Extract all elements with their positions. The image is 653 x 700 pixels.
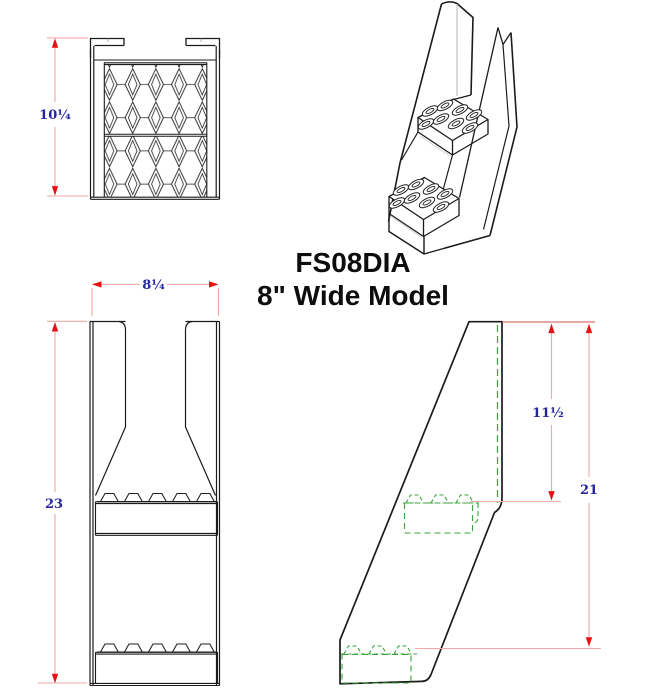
isometric-view-drawing — [386, 1, 518, 255]
height-dimension-label: 23 — [45, 497, 63, 512]
upper-step-band — [94, 501, 219, 536]
front-width-dimension: 8¼ — [91, 278, 220, 316]
top-view-depth-dimension: 10¼ — [39, 37, 88, 197]
extension-lines — [38, 320, 87, 684]
arrowhead-down — [51, 673, 59, 684]
product-subtitle: 8" Wide Model — [257, 280, 449, 311]
front-height-dimension: 23 — [38, 320, 87, 684]
right-flange-profile — [184, 320, 217, 496]
total-height-dimension-label: 21 — [580, 483, 598, 498]
extension-lines — [91, 288, 220, 316]
hidden-bump-row — [340, 645, 418, 655]
arrowhead-up — [548, 323, 555, 334]
arrowhead-up — [51, 38, 59, 48]
hidden-upper-step — [402, 494, 480, 534]
right-panel-bottom-edge — [443, 234, 491, 250]
title-block: FS08DIA 8" Wide Model — [203, 246, 503, 312]
arrowhead-up — [585, 323, 593, 334]
product-model-title: FS08DIA — [295, 247, 411, 278]
hidden-step-body — [403, 502, 474, 534]
arrowhead-left — [92, 281, 102, 288]
top-view-side-rails — [89, 46, 221, 200]
hidden-lower-step — [340, 645, 418, 684]
top-view-bottom-edge — [90, 196, 220, 200]
extension-lines — [47, 37, 88, 197]
arrowhead-down — [51, 186, 59, 196]
top-view-drawing — [89, 37, 221, 200]
right-panel-notch — [497, 27, 512, 46]
lower-step-band — [90, 651, 220, 687]
diamond-tread-plate-lower — [104, 136, 207, 198]
arrowhead-up — [51, 322, 59, 332]
upper-step-bump-row — [96, 492, 218, 503]
side-step-height-dimension: 11½ — [470, 321, 595, 503]
hidden-bump-row — [402, 494, 480, 504]
top-view-left-hook — [89, 37, 125, 58]
depth-dimension-label: 10¼ — [39, 108, 71, 123]
base-outline — [388, 213, 444, 255]
front-view-drawing — [89, 320, 221, 687]
diamond-tread-plate-upper — [104, 64, 207, 135]
step-height-dimension-label: 11½ — [532, 406, 564, 421]
mid-connector-lines — [400, 131, 454, 195]
lower-tread-hatch — [390, 215, 422, 238]
width-dimension-label: 8¼ — [142, 278, 165, 293]
top-view-right-hook — [185, 37, 221, 58]
right-panel-inner-edge — [482, 44, 510, 230]
hidden-step-body — [341, 653, 412, 684]
lower-step-bump-row — [96, 643, 218, 653]
front-view-rails — [89, 321, 221, 686]
side-total-height-dimension: 21 — [415, 323, 601, 650]
arrowhead-down — [548, 491, 555, 501]
right-panel-outer-edge — [489, 32, 518, 236]
side-view-drawing — [339, 320, 503, 685]
upper-tread-hatch — [419, 135, 451, 157]
arrowhead-down — [585, 637, 593, 647]
hidden-step-hook — [472, 503, 479, 524]
hook-tick-marks — [107, 38, 202, 42]
back-panel-bottom — [453, 94, 472, 101]
left-flange-profile — [94, 320, 127, 496]
plate-split-lines — [104, 133, 207, 137]
